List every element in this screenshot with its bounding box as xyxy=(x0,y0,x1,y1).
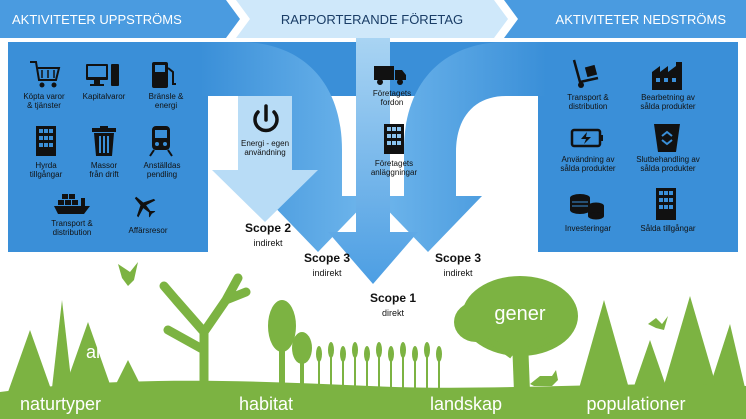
label-landskap: landskap xyxy=(430,394,502,414)
label-investeringar: Investeringar xyxy=(565,224,612,233)
label-habitat: habitat xyxy=(239,394,293,414)
header-upstream-label: AKTIVITETER UPPSTRÖMS xyxy=(12,12,182,27)
truck-icon xyxy=(374,66,406,85)
scope1-arrow xyxy=(328,38,418,284)
office-building-icon xyxy=(36,126,56,156)
label-kopta-varor: Köpta varor& tjänster xyxy=(23,92,65,110)
header-bar: AKTIVITETER UPPSTRÖMS RAPPORTERANDE FÖRE… xyxy=(0,0,746,38)
header-upstream-chevron xyxy=(0,0,240,38)
ground xyxy=(0,380,746,419)
scope2-arrow xyxy=(212,96,318,222)
round-tree-left xyxy=(268,300,312,392)
battery-icon xyxy=(570,128,603,148)
scope2-sub: indirekt xyxy=(253,238,283,248)
header-downstream-chevron xyxy=(504,0,746,38)
nature-labels: arter gener naturtyper habitat landskap … xyxy=(20,303,686,414)
cargo-ship-icon xyxy=(54,194,90,214)
scope3-right-arrow xyxy=(374,42,546,252)
scope3-left-title: Scope 3 xyxy=(304,251,350,265)
factory-building-icon xyxy=(384,124,404,154)
large-round-tree xyxy=(454,276,578,392)
scope1-sub: direkt xyxy=(382,308,405,318)
train-icon xyxy=(149,126,173,157)
label-bransle: Bränsle &energi xyxy=(149,92,184,110)
scope3-left-arrow xyxy=(200,42,372,252)
label-transport-down: Transport &distribution xyxy=(567,93,609,111)
recycle-bin-icon xyxy=(654,124,680,152)
birds xyxy=(118,262,668,330)
upstream-icons xyxy=(30,61,176,218)
factory-icon xyxy=(652,62,682,90)
scope3-left-sub: indirekt xyxy=(312,268,342,278)
fox xyxy=(530,370,558,386)
wheat-field xyxy=(316,342,442,392)
label-kapitalvaror: Kapitalvaror xyxy=(83,92,126,101)
airplane-icon xyxy=(134,196,156,218)
scope2-title: Scope 2 xyxy=(245,221,291,235)
nature-landscape xyxy=(0,262,746,419)
label-populationer: populationer xyxy=(586,394,685,414)
trash-bin-icon xyxy=(92,126,116,156)
power-icon xyxy=(253,104,279,133)
scope-labels: Scope 2 indirekt Scope 3 indirekt Scope … xyxy=(245,221,481,318)
building-icon xyxy=(656,188,676,220)
label-gener: gener xyxy=(494,303,545,325)
label-transport-up: Transport &distribution xyxy=(51,219,93,237)
shopping-cart-icon xyxy=(30,61,61,88)
header-downstream-label: AKTIVITETER NEDSTRÖMS xyxy=(556,12,727,27)
upstream-labels: Köpta varor& tjänster Kapitalvaror Bräns… xyxy=(23,92,184,237)
bare-tree xyxy=(159,273,251,397)
computer-icon xyxy=(86,64,119,86)
label-arter: arter xyxy=(86,342,123,362)
scope1-title: Scope 1 xyxy=(370,291,416,305)
coins-icon xyxy=(570,194,604,220)
scope3-right-sub: indirekt xyxy=(443,268,473,278)
label-salda-tillgangar: Sålda tillgångar xyxy=(640,224,695,233)
downstream-icons xyxy=(570,59,682,220)
pine-trees-left xyxy=(8,300,144,392)
header-company-label: RAPPORTERANDE FÖRETAG xyxy=(281,12,463,27)
fuel-pump-icon xyxy=(152,62,176,88)
scope3-right-title: Scope 3 xyxy=(435,251,481,265)
label-naturtyper: naturtyper xyxy=(20,394,101,414)
label-affarsresor: Affärsresor xyxy=(129,226,168,235)
pine-trees-right xyxy=(578,296,746,392)
header-company-chevron xyxy=(236,0,508,38)
hand-truck-icon xyxy=(572,59,599,88)
